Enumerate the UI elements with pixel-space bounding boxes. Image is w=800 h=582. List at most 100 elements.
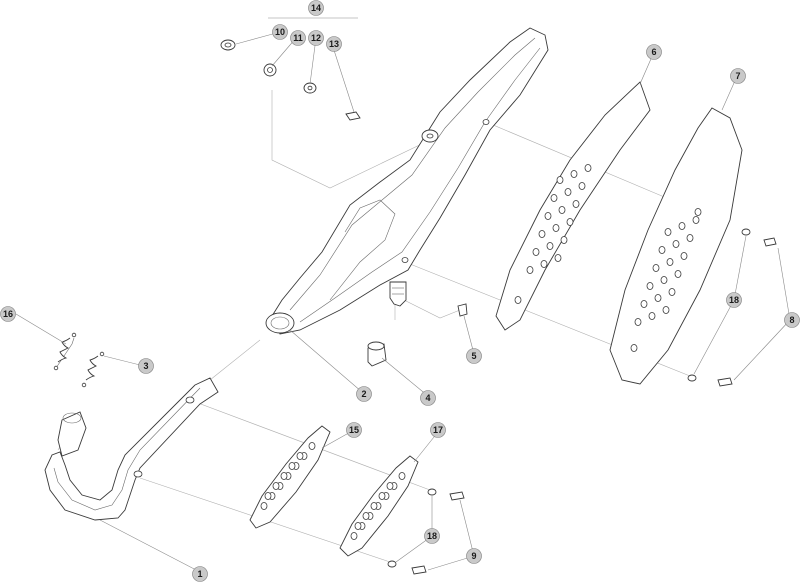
heat-shield-outer-hole bbox=[678, 222, 686, 230]
callout-14: 14 bbox=[308, 0, 324, 16]
svg-text:13: 13 bbox=[329, 39, 339, 49]
heat-shield-outer-hole bbox=[658, 246, 666, 254]
washer-12 bbox=[303, 82, 317, 94]
pipe-shield-15-hole bbox=[280, 472, 288, 480]
heat-shield-outer-hole bbox=[634, 318, 642, 326]
hardware-8-18 bbox=[687, 228, 777, 387]
spring-3 bbox=[81, 351, 105, 388]
svg-text:5: 5 bbox=[471, 351, 476, 361]
heat-shield-outer-hole bbox=[662, 306, 670, 314]
callout-4: 4 bbox=[420, 390, 436, 406]
heat-shield-outer-hole bbox=[648, 312, 656, 320]
heat-shield-inner-hole bbox=[554, 254, 562, 262]
svg-text:12: 12 bbox=[311, 33, 321, 43]
pipe-shield-15-hole bbox=[288, 462, 296, 470]
screw-13 bbox=[345, 111, 361, 121]
svg-text:3: 3 bbox=[143, 361, 148, 371]
heat-shield-outer bbox=[609, 107, 743, 385]
heat-shield-outer-hole bbox=[680, 252, 688, 260]
pipe-shield-17-hole bbox=[378, 492, 386, 500]
bushing-11 bbox=[263, 63, 277, 77]
callout-5: 5 bbox=[466, 348, 482, 364]
callout-16: 16 bbox=[0, 306, 16, 322]
callout-17: 17 bbox=[430, 422, 446, 438]
callout-13: 13 bbox=[326, 36, 342, 52]
pipe-shield-17-hole bbox=[362, 512, 370, 520]
svg-text:4: 4 bbox=[425, 393, 430, 403]
callout-12: 12 bbox=[308, 30, 324, 46]
heat-shield-outer-hole bbox=[652, 264, 660, 272]
spring-16 bbox=[53, 332, 77, 371]
heat-shield-outer-hole bbox=[646, 282, 654, 290]
heat-shield-inner-hole bbox=[578, 182, 586, 190]
heat-shield-outer-hole bbox=[686, 234, 694, 242]
callout-9: 9 bbox=[466, 548, 482, 564]
heat-shield-inner-hole bbox=[544, 212, 552, 220]
callout-2: 2 bbox=[356, 386, 372, 402]
callout-3: 3 bbox=[138, 358, 154, 374]
svg-text:15: 15 bbox=[349, 425, 359, 435]
heat-shield-outer-hole bbox=[660, 276, 668, 284]
callout-10: 10 bbox=[272, 24, 288, 40]
rubber-bushing bbox=[367, 341, 387, 367]
heat-shield-inner-hole bbox=[526, 266, 534, 274]
heat-shield-inner-hole bbox=[564, 188, 572, 196]
svg-text:9: 9 bbox=[471, 551, 476, 561]
heat-shield-outer-hole bbox=[694, 208, 702, 216]
pipe-shield-15-hole bbox=[260, 502, 268, 510]
svg-text:2: 2 bbox=[361, 389, 366, 399]
heat-shield-outer-hole bbox=[664, 228, 672, 236]
callout-11: 11 bbox=[290, 30, 306, 46]
heat-shield-outer-hole bbox=[692, 216, 700, 224]
svg-text:10: 10 bbox=[275, 27, 285, 37]
pipe-shield-17-hole bbox=[386, 482, 394, 490]
callout-8: 8 bbox=[784, 312, 800, 328]
pipe-shield-15-hole bbox=[264, 492, 272, 500]
heat-shield-inner-hole bbox=[546, 242, 554, 250]
svg-text:17: 17 bbox=[433, 425, 443, 435]
svg-text:11: 11 bbox=[293, 33, 303, 43]
svg-text:16: 16 bbox=[3, 309, 13, 319]
bolt-5 bbox=[457, 303, 468, 317]
pipe-shield-15 bbox=[249, 425, 331, 529]
callout-1: 1 bbox=[192, 566, 208, 582]
callout-18-right: 18 bbox=[726, 292, 742, 308]
heat-shield-outer-hole bbox=[672, 240, 680, 248]
heat-shield-outer-hole bbox=[666, 258, 674, 266]
svg-text:1: 1 bbox=[197, 569, 202, 579]
heat-shield-inner-hole bbox=[532, 248, 540, 256]
pipe-shield-17-hole bbox=[354, 522, 362, 530]
callout-18-lower: 18 bbox=[424, 528, 440, 544]
svg-text:7: 7 bbox=[735, 71, 740, 81]
callout-6: 6 bbox=[646, 44, 662, 60]
pipe-shield-17-hole bbox=[398, 472, 406, 480]
heat-shield-inner-hole bbox=[552, 224, 560, 232]
header-pipe bbox=[44, 377, 219, 521]
heat-shield-inner-hole bbox=[560, 236, 568, 244]
svg-text:18: 18 bbox=[729, 295, 739, 305]
heat-shield-inner-hole bbox=[570, 170, 578, 178]
pipe-shield-17-hole bbox=[350, 532, 358, 540]
heat-shield-outer-hole bbox=[668, 288, 676, 296]
heat-shield-outer-hole bbox=[674, 270, 682, 278]
svg-text:14: 14 bbox=[311, 3, 321, 13]
callout-7: 7 bbox=[730, 68, 746, 84]
heat-shield-outer-hole bbox=[640, 300, 648, 308]
hardware-9-18 bbox=[387, 488, 465, 575]
heat-shield-inner-hole bbox=[572, 200, 580, 208]
heat-shield-inner-hole bbox=[540, 260, 548, 268]
heat-shield-inner-hole bbox=[550, 194, 558, 202]
svg-text:8: 8 bbox=[789, 315, 794, 325]
callout-15: 15 bbox=[346, 422, 362, 438]
pipe-shield-15-hole bbox=[308, 442, 316, 450]
heat-shield-outer-hole bbox=[654, 294, 662, 302]
heat-shield-inner-hole bbox=[584, 164, 592, 172]
pipe-shield-15-hole bbox=[296, 452, 304, 460]
heat-shield-outer-hole bbox=[630, 344, 638, 352]
heat-shield-inner-hole bbox=[514, 296, 522, 304]
muffler-body bbox=[265, 27, 549, 335]
pipe-shield-17-hole bbox=[370, 502, 378, 510]
heat-shield-inner-hole bbox=[566, 218, 574, 226]
